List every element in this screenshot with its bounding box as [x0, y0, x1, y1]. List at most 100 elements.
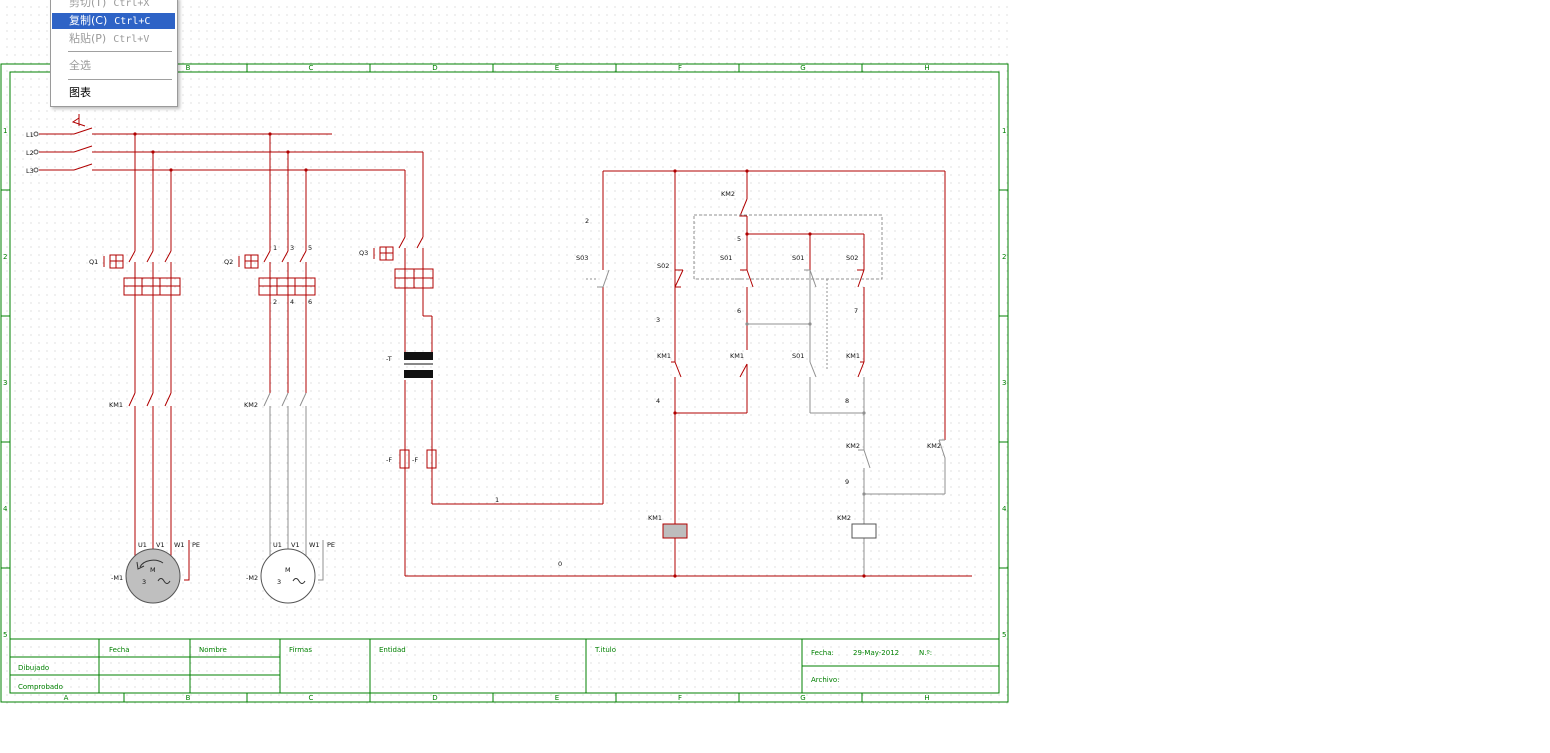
- label-km2-b: KM2: [846, 442, 860, 450]
- menu-item-chart[interactable]: 图表: [52, 85, 175, 101]
- label-m2-w1: W1: [309, 541, 320, 549]
- drawing-canvas[interactable]: A B C D E F G H A B C D E F G H 1 2 3 4 …: [0, 0, 1010, 705]
- label-m2-symbol: M: [285, 566, 291, 574]
- menu-item-cut[interactable]: 剪切(T) Ctrl+X: [52, 0, 175, 11]
- label-m1-v1: V1: [156, 541, 165, 549]
- label-km1-c: KM1: [846, 352, 860, 360]
- label-fuse-2: -F: [412, 456, 418, 464]
- row-label-left-2: 2: [3, 253, 7, 261]
- menu-item-cut-label: 剪切(T): [69, 0, 107, 9]
- row-label-right-2: 2: [1002, 253, 1006, 261]
- label-km1-coil: KM1: [648, 514, 662, 522]
- row-label-left-4: 4: [3, 505, 8, 513]
- tb-fecha-column: Fecha: [109, 646, 130, 654]
- label-q2-t5: 5: [308, 244, 312, 252]
- menu-item-chart-label: 图表: [69, 86, 91, 99]
- row-label-left-3: 3: [3, 379, 7, 387]
- control-fuses: [399, 449, 437, 469]
- wire-number-3: 3: [656, 316, 660, 324]
- label-s02-a: S02: [657, 262, 669, 270]
- menu-item-paste-label: 粘贴(P): [69, 32, 107, 45]
- label-s01-a: S01: [720, 254, 732, 262]
- col-label-top-g: G: [800, 64, 805, 72]
- col-label-top-h: H: [924, 64, 929, 72]
- control-wiring: [671, 171, 865, 576]
- label-m2-pe: PE: [327, 541, 335, 549]
- motor-m2: [260, 548, 316, 604]
- label-l3: L3: [26, 167, 34, 175]
- label-m2-phases: 3: [277, 578, 281, 586]
- tb-archivo-label: Archivo:: [811, 676, 840, 684]
- row-label-left-1: 1: [3, 127, 7, 135]
- drawing-frame: [0, 63, 1009, 703]
- row-label-right-5: 5: [1002, 631, 1006, 639]
- motor-m1: [125, 548, 181, 604]
- label-m1-phases: 3: [142, 578, 146, 586]
- wire-number-8: 8: [845, 397, 849, 405]
- label-q2-t2: 2: [273, 298, 277, 306]
- label-m2-v1: V1: [291, 541, 300, 549]
- tb-fecha-label: Fecha:: [811, 649, 834, 657]
- label-km1-a: KM1: [657, 352, 671, 360]
- tb-nombre-column: Nombre: [199, 646, 227, 654]
- label-q3: Q3: [359, 249, 368, 257]
- row-label-right-3: 3: [1002, 379, 1006, 387]
- row-label-right-4: 4: [1002, 505, 1007, 513]
- menu-item-copy-shortcut: Ctrl+C: [114, 16, 151, 27]
- menu-item-copy[interactable]: 复制(C) Ctrl+C: [52, 13, 175, 29]
- row-label-left-5: 5: [3, 631, 7, 639]
- col-label-bottom-b: B: [186, 694, 191, 702]
- label-l1: L1: [26, 131, 34, 139]
- col-label-top-f: F: [678, 64, 682, 72]
- col-label-bottom-g: G: [800, 694, 805, 702]
- wire-number-5: 5: [737, 235, 741, 243]
- tb-titulo: T.itulo: [594, 646, 616, 654]
- label-m2-u1: U1: [273, 541, 282, 549]
- label-km1-b: KM1: [730, 352, 744, 360]
- label-km2-c: KM2: [927, 442, 941, 450]
- junction-dots: [133, 132, 866, 578]
- control-wiring-inactive: [586, 214, 946, 576]
- label-km2-main: KM2: [244, 401, 258, 409]
- junction-dots-inactive: [745, 322, 866, 496]
- context-menu: 剪切(T) Ctrl+X 复制(C) Ctrl+C 粘贴(P) Ctrl+V 全…: [50, 0, 178, 107]
- wire-number-4: 4: [656, 397, 660, 405]
- tb-dibujado: Dibujado: [18, 664, 49, 672]
- label-q2-t1: 1: [273, 244, 277, 252]
- label-fuse-1: -F: [386, 456, 392, 464]
- col-label-bottom-c: C: [309, 694, 314, 702]
- col-label-top-e: E: [555, 64, 559, 72]
- menu-item-paste[interactable]: 粘贴(P) Ctrl+V: [52, 31, 175, 47]
- menu-item-paste-shortcut: Ctrl+V: [113, 34, 150, 45]
- title-block-text: Fecha Nombre Firmas Entidad T.itulo Dibu…: [18, 646, 932, 691]
- label-km2-coil: KM2: [837, 514, 851, 522]
- col-label-bottom-h: H: [924, 694, 929, 702]
- col-label-bottom-e: E: [555, 694, 559, 702]
- menu-item-cut-shortcut: Ctrl+X: [113, 0, 150, 9]
- tb-fecha-value: 29-May-2012: [853, 649, 899, 657]
- coil-km2: [851, 523, 877, 539]
- label-q2: Q2: [224, 258, 233, 266]
- col-label-bottom-d: D: [432, 694, 437, 702]
- col-label-top-c: C: [309, 64, 314, 72]
- label-s01-c: S01: [792, 352, 804, 360]
- transformer-t: [404, 352, 433, 378]
- wire-number-9: 9: [845, 478, 849, 486]
- menu-separator: [68, 79, 172, 80]
- label-s02-b: S02: [846, 254, 858, 262]
- col-label-top-b: B: [186, 64, 191, 72]
- wire-number-6: 6: [737, 307, 741, 315]
- tb-entidad: Entidad: [379, 646, 406, 654]
- label-m1-symbol: M: [150, 566, 156, 574]
- label-s03: S03: [576, 254, 588, 262]
- wire-number-7: 7: [854, 307, 858, 315]
- tb-comprobado: Comprobado: [18, 683, 63, 691]
- col-label-bottom-a: A: [64, 694, 69, 702]
- power-wiring: [39, 114, 972, 581]
- wire-number-1: 1: [495, 496, 499, 504]
- row-label-right-1: 1: [1002, 127, 1006, 135]
- wire-number-0: 0: [558, 560, 562, 568]
- title-block: [10, 638, 999, 693]
- menu-item-select-all[interactable]: 全选: [52, 58, 175, 74]
- frame-column-labels: A B C D E F G H A B C D E F G H: [62, 64, 930, 702]
